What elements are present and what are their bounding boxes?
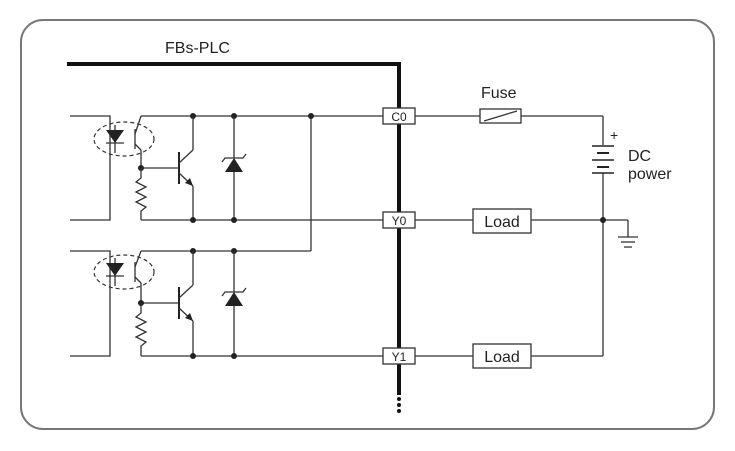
zener-diode-icon: [221, 251, 247, 356]
phototransistor-icon: [134, 115, 142, 151]
svg-text:Y1: Y1: [392, 350, 407, 364]
power-label: power: [628, 166, 672, 183]
plus-sign: +: [610, 127, 618, 143]
fuse-label: Fuse: [481, 85, 517, 102]
terminal-y1: Y1: [382, 347, 416, 365]
ground-icon: [618, 220, 638, 248]
transistor-icon: [178, 116, 194, 220]
svg-text:Load: Load: [484, 214, 520, 231]
plc-boundary: [67, 62, 401, 395]
load-0: Load: [472, 208, 532, 234]
fuse-icon: [479, 108, 522, 124]
resistor-icon: [134, 168, 148, 220]
led-icon: [106, 125, 124, 153]
svg-text:Y0: Y0: [392, 214, 407, 228]
dc-label: DC: [628, 148, 651, 165]
plc-label: FBs-PLC: [165, 40, 230, 57]
load-1: Load: [472, 343, 532, 369]
battery-icon: [592, 145, 614, 174]
terminal-y0: Y0: [382, 211, 416, 229]
optocoupler-1: [93, 254, 155, 290]
external-wiring: [415, 115, 628, 357]
svg-text:Load: Load: [484, 349, 520, 366]
phototransistor-icon: [134, 250, 142, 284]
output-channel-0: [70, 115, 383, 223]
continuation-dots: [397, 397, 401, 413]
transistor-icon: [178, 251, 194, 356]
led-icon: [106, 258, 124, 286]
optocoupler-0: [93, 121, 155, 157]
terminal-c0: C0: [382, 107, 416, 125]
output-channel-1: [70, 250, 383, 359]
zener-diode-icon: [221, 116, 247, 220]
diagram-frame: [20, 19, 715, 430]
svg-text:C0: C0: [391, 110, 407, 124]
c0-rail: [141, 113, 383, 254]
resistor-icon: [134, 303, 148, 356]
